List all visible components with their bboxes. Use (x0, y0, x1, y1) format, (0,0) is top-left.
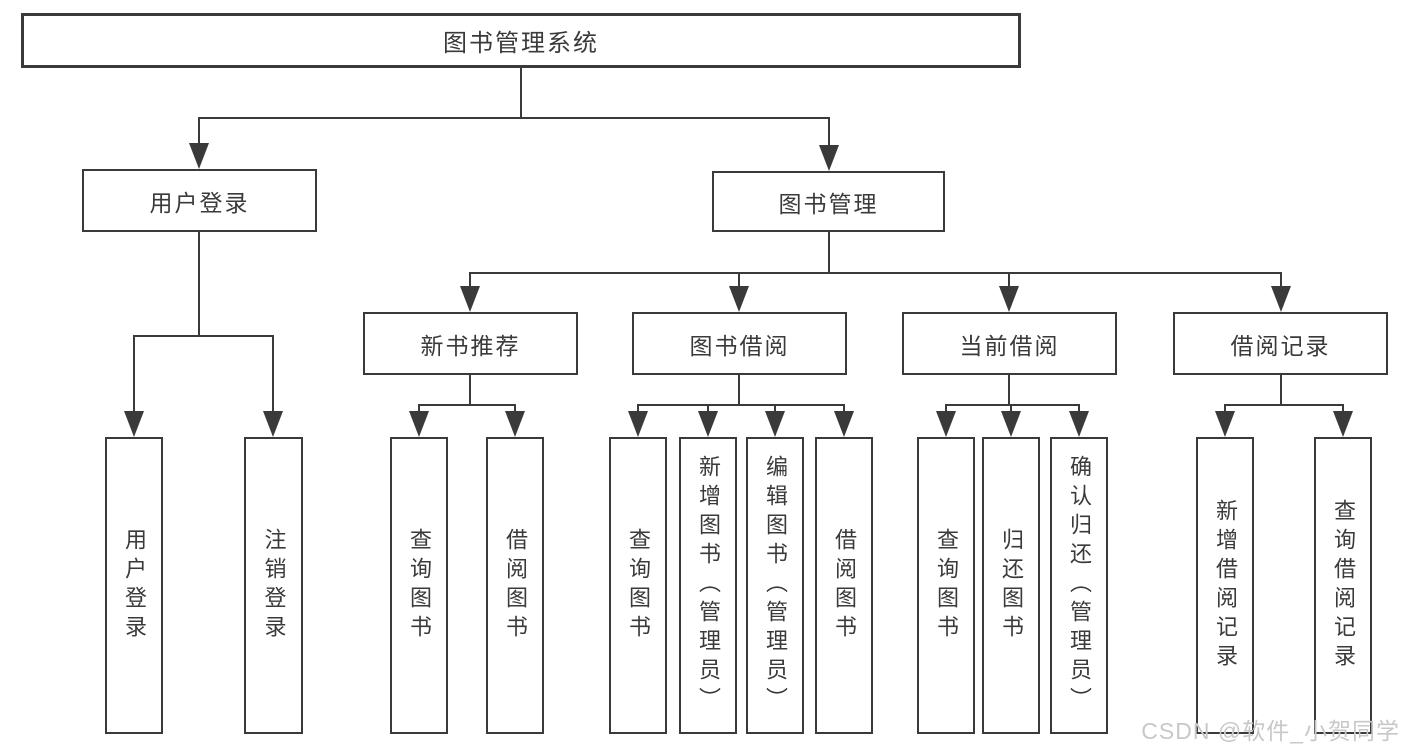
node-user-login: 用户登录 (82, 169, 317, 232)
arrow-down-icon (1271, 286, 1291, 312)
connector-line (774, 404, 776, 413)
arrow-down-icon (834, 411, 854, 437)
leaf-add-borrow-record: 新增借阅记录 (1196, 437, 1254, 734)
connector-line (1280, 374, 1282, 406)
connector-line (637, 404, 639, 413)
arrow-down-icon (999, 286, 1019, 312)
arrow-down-icon (819, 145, 839, 171)
leaf-user-login: 用户登录 (105, 437, 163, 734)
leaf-return-books: 归还图书 (982, 437, 1040, 734)
connector-line (198, 117, 830, 119)
connector-line (707, 404, 709, 413)
connector-line (469, 272, 471, 288)
leaf-edit-books-admin: 编辑图书（管理员） (746, 437, 804, 734)
csdn-watermark: CSDN @软件_小贺同学 (1141, 718, 1400, 744)
connector-line (520, 67, 522, 119)
arrow-down-icon (628, 411, 648, 437)
arrow-down-icon (460, 286, 480, 312)
arrow-down-icon (409, 411, 429, 437)
leaf-add-books-admin: 新增图书（管理员） (679, 437, 737, 734)
leaf-borrow-books-recommend: 借阅图书 (486, 437, 544, 734)
connector-line (637, 404, 845, 406)
connector-line (1008, 374, 1010, 406)
arrow-down-icon (505, 411, 525, 437)
arrow-down-icon (124, 411, 144, 437)
node-book-management: 图书管理 (712, 171, 945, 232)
arrow-down-icon (1069, 411, 1089, 437)
connector-line (738, 374, 740, 406)
connector-line (945, 404, 1080, 406)
arrow-down-icon (936, 411, 956, 437)
connector-line (418, 404, 420, 413)
connector-line (738, 272, 740, 288)
arrow-down-icon (1001, 411, 1021, 437)
node-current-borrowing: 当前借阅 (902, 312, 1117, 375)
connector-line (272, 335, 274, 413)
arrow-down-icon (729, 286, 749, 312)
connector-line (133, 335, 135, 413)
leaf-query-books-current: 查询图书 (917, 437, 975, 734)
arrow-down-icon (263, 411, 283, 437)
arrow-down-icon (1333, 411, 1353, 437)
leaf-query-borrow-record: 查询借阅记录 (1314, 437, 1372, 734)
leaf-query-books-recommend: 查询图书 (390, 437, 448, 734)
connector-line (828, 117, 830, 147)
node-new-book-recommendation: 新书推荐 (363, 312, 578, 375)
connector-line (1224, 404, 1344, 406)
connector-line (198, 231, 200, 337)
arrow-down-icon (698, 411, 718, 437)
connector-line (514, 404, 516, 413)
node-library-system: 图书管理系统 (21, 13, 1021, 68)
leaf-confirm-return-admin: 确认归还（管理员） (1050, 437, 1108, 734)
node-borrowing-records: 借阅记录 (1173, 312, 1388, 375)
leaf-query-books-borrowing: 查询图书 (609, 437, 667, 734)
connector-line (828, 231, 830, 274)
leaf-logout: 注销登录 (244, 437, 303, 734)
connector-line (843, 404, 845, 413)
node-book-borrowing: 图书借阅 (632, 312, 847, 375)
leaf-borrow-books-borrowing: 借阅图书 (815, 437, 873, 734)
connector-line (1280, 272, 1282, 288)
arrow-down-icon (765, 411, 785, 437)
connector-line (469, 374, 471, 406)
connector-line (133, 335, 274, 337)
connector-line (1342, 404, 1344, 413)
connector-line (945, 404, 947, 413)
connector-line (1078, 404, 1080, 413)
arrow-down-icon (189, 143, 209, 169)
connector-line (198, 117, 200, 145)
connector-line (1224, 404, 1226, 413)
connector-line (418, 404, 516, 406)
connector-line (1010, 404, 1012, 413)
connector-line (469, 272, 1282, 274)
arrow-down-icon (1215, 411, 1235, 437)
connector-line (1008, 272, 1010, 288)
